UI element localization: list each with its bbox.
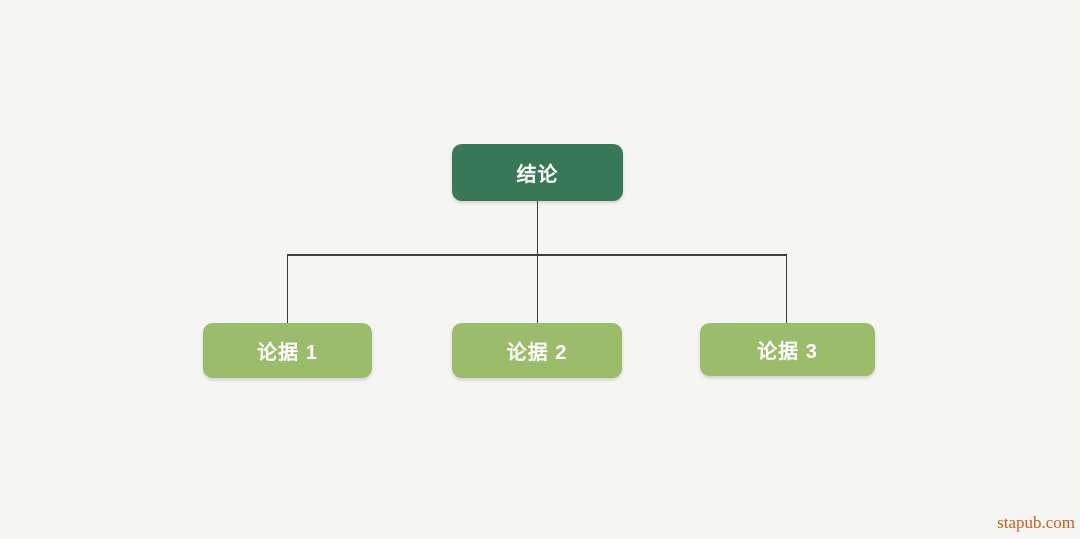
node-label-argument-2: 论据 2 [506,342,568,364]
connector-drop-argument-3 [785,254,787,323]
diagram-node-argument-2: 论据 2 [452,323,622,378]
node-label-argument-1: 论据 1 [257,342,318,364]
watermark-text: stapub.com [997,513,1075,532]
connector-drop-argument-1 [286,254,288,323]
diagram-node-argument-3: 论据 3 [700,323,875,376]
connector-root-vertical [536,201,538,255]
diagram-node-argument-1: 论据 1 [203,323,372,378]
node-label-argument-3: 论据 3 [757,341,818,363]
connector-drop-argument-2 [536,254,538,323]
node-label-conclusion: 结论 [516,164,559,186]
diagram-node-conclusion: 结论 [452,144,623,201]
